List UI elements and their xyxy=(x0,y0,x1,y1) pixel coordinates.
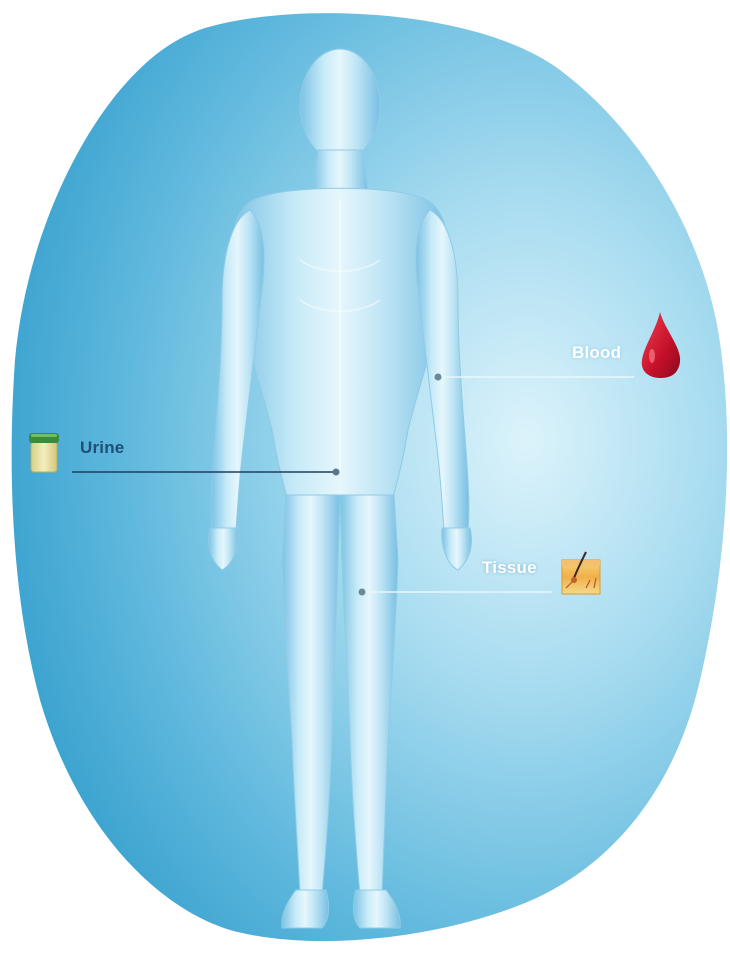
urine-label: Urine xyxy=(80,438,124,458)
urine-callout-dot xyxy=(333,469,340,476)
tissue-callout-dot xyxy=(359,589,366,596)
urine-cup-icon xyxy=(29,433,59,472)
tissue-label: Tissue xyxy=(482,558,537,578)
blood-label: Blood xyxy=(572,343,621,363)
blood-callout-dot xyxy=(435,374,442,381)
